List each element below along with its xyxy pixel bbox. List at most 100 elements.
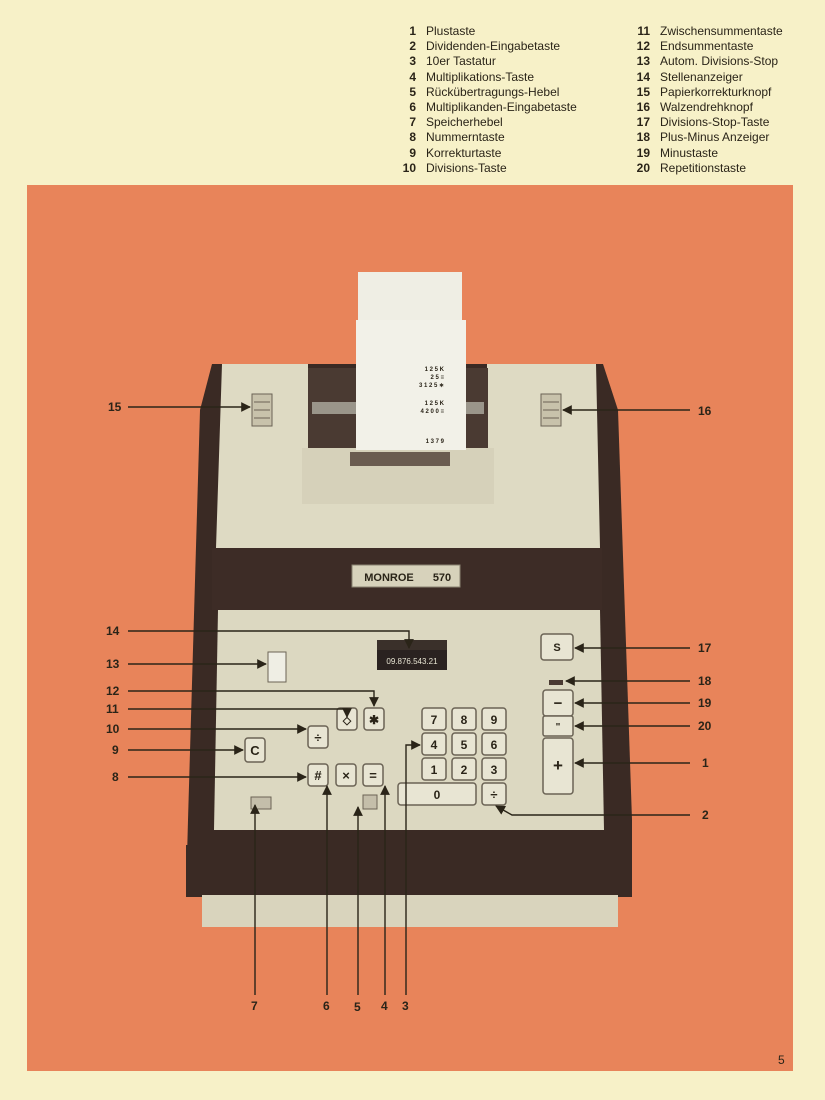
dividend-key[interactable] [481,782,507,806]
key-5[interactable] [451,732,477,756]
legend-number: 9 [409,145,416,160]
key-label: 4 [431,738,438,752]
callout-number-14: 14 [106,624,120,638]
key-2[interactable] [451,757,477,781]
legend-number: 3 [409,54,416,69]
model-number: 570 [433,572,451,584]
key-8[interactable] [451,707,477,731]
legend-number: 18 [636,130,650,145]
correction-key[interactable] [244,737,266,763]
key-6[interactable] [481,732,507,756]
key-0[interactable] [397,782,477,806]
key-label: 1 [431,763,438,777]
number-key[interactable] [307,763,329,787]
key-3[interactable] [481,757,507,781]
brand-plate [351,564,461,588]
legend-number: 8 [409,130,416,145]
callout-number-20: 20 [698,719,712,733]
repeat-key[interactable] [542,715,574,737]
legend-label: Minustaste [660,145,719,160]
memory-lever[interactable] [250,796,272,810]
callout-number-18: 18 [698,674,712,688]
callout-number-10: 10 [106,722,120,736]
key-4[interactable] [421,732,447,756]
legend-label: Plus-Minus Anzeiger [660,130,770,145]
legend-number: 1 [409,24,416,38]
key-7[interactable] [421,707,447,731]
legend-number: 12 [636,39,650,54]
transfer-lever[interactable] [362,794,378,810]
subtotal-key[interactable] [336,707,358,731]
decimal-position-indicator [377,640,447,650]
typebar-row [350,452,450,466]
legend-item: 16 Walzendrehknopf [626,100,783,115]
legend-label: Rückübertragungs-Hebel [426,84,560,99]
callout-number-5: 5 [354,1000,361,1014]
legend-label: Papierkorrekturknopf [660,84,772,99]
callout-number-16: 16 [698,404,712,418]
plus-minus-indicator [549,680,563,685]
callout-line-2 [495,805,690,816]
callout-number-12: 12 [106,684,120,698]
divide-key[interactable] [307,725,329,749]
key-label: 9 [491,713,498,727]
key-label: 2 [461,763,468,777]
callout-number-19: 19 [698,696,712,710]
legend-number: 7 [409,115,416,130]
legend-label: Plustaste [426,24,476,38]
legend-label: Dividenden-Eingabetaste [426,39,561,54]
key-label: ÷ [490,787,497,802]
callout-number-8: 8 [112,770,119,784]
key-1[interactable] [421,757,447,781]
key-label: + [553,756,563,775]
key-label: " [556,722,561,733]
paper-tape [356,320,466,450]
key-9[interactable] [481,707,507,731]
legend-number: 11 [637,24,650,38]
machine-base-plate [202,895,618,927]
legend-item: 18 Plus-Minus Anzeiger [626,130,783,145]
callout-number-17: 17 [698,641,712,655]
plus-key[interactable] [542,737,574,795]
key-label: 3 [491,763,498,777]
legend-number: 17 [636,115,650,130]
auto-division-stop-dial[interactable] [267,651,287,683]
printout-line: 4 2 0 0 ≡ [420,409,444,415]
key-label: S [553,642,560,654]
callout-number-15: 15 [108,400,122,414]
legend-number: 16 [636,100,650,115]
key-label: 7 [431,713,438,727]
key-label: 5 [461,738,468,752]
total-key[interactable] [363,707,385,731]
key-label: × [342,768,350,783]
legend-label: Walzendrehknopf [660,100,753,115]
legend-number: 6 [409,100,416,115]
multiply-key[interactable] [335,763,357,787]
key-label: C [250,743,260,758]
callout-numbers: 15 16 14 13 12 11 10 9 8 7 6 5 4 3 2 1 2… [106,400,712,1014]
callout-number-2: 2 [702,808,709,822]
equals-key[interactable] [362,763,384,787]
callout-line-11 [128,708,352,718]
callout-line-12 [128,690,379,707]
division-stop-key[interactable] [540,633,574,661]
key-labels: 7 8 9 4 5 6 1 2 3 0 ÷ ÷ ◇ ✱ C # × = S − … [250,642,563,802]
printout-line: 2 5 ≡ [430,375,444,381]
printout-line: 3 1 2 5 ∗ [419,383,444,389]
key-label: 0 [434,788,441,802]
digit-display [377,650,447,670]
callout-line-3 [405,740,421,995]
